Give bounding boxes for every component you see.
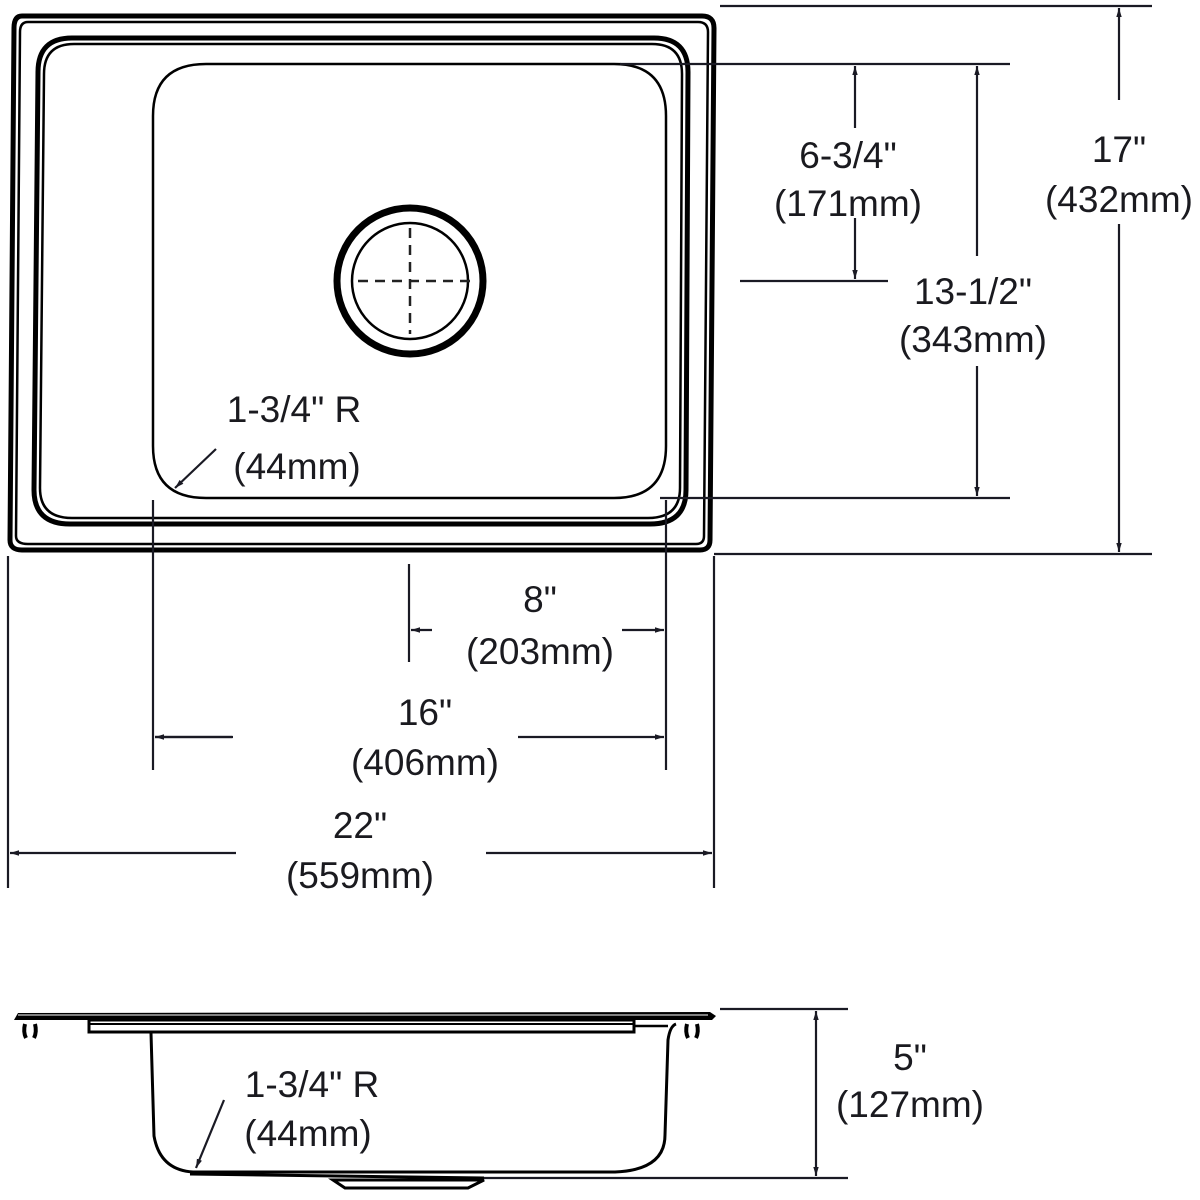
outer-rim <box>7 13 717 553</box>
mounting-clip-right-icon <box>684 1023 700 1039</box>
label-corner-radius-side-metric: (44mm) <box>244 1113 371 1154</box>
dimension-overall-width: 22" (559mm) <box>10 805 712 896</box>
dimension-bowl-width: 16" (406mm) <box>155 692 664 783</box>
label-overall-depth-imperial: 17" <box>1092 129 1146 170</box>
side-view: 5" (127mm) 1-3/4" R (44mm) <box>14 1007 984 1190</box>
dimension-bowl-depth: 13-1/2" (343mm) <box>899 66 1047 496</box>
label-overall-depth-metric: (432mm) <box>1045 179 1193 220</box>
label-overall-width-imperial: 22" <box>333 805 387 846</box>
label-bowl-depth-imperial: 13-1/2" <box>914 271 1032 312</box>
inner-rim <box>31 35 691 527</box>
label-bowl-height-imperial: 5" <box>893 1037 927 1078</box>
flange <box>14 1012 716 1020</box>
dimension-overall-depth: 17" (432mm) <box>1045 8 1193 552</box>
dimension-drain-to-edge: 8" (203mm) <box>411 579 664 672</box>
label-drain-to-edge-metric: (203mm) <box>466 631 614 672</box>
label-bowl-width-imperial: 16" <box>398 692 452 733</box>
dimension-corner-radius-side: 1-3/4" R (44mm) <box>194 1064 379 1169</box>
label-corner-radius-top-metric: (44mm) <box>233 446 360 487</box>
top-view: 6-3/4" (171mm) 13-1/2" (343mm) 17" (432m… <box>6 4 1193 896</box>
dimension-bowl-height: 5" (127mm) <box>813 1011 984 1176</box>
dimension-corner-radius-top: 1-3/4" R (44mm) <box>174 389 361 489</box>
label-bowl-depth-metric: (343mm) <box>899 319 1047 360</box>
label-drain-from-back-imperial: 6-3/4" <box>799 135 896 176</box>
bowl-side-profile <box>149 1022 677 1174</box>
bowl-outline <box>151 62 668 500</box>
drain-outlet <box>328 1178 485 1190</box>
label-drain-from-back-metric: (171mm) <box>774 183 922 224</box>
label-bowl-height-metric: (127mm) <box>836 1084 984 1125</box>
label-corner-radius-top-imperial: 1-3/4" R <box>227 389 361 430</box>
drain-icon <box>333 204 487 358</box>
label-bowl-width-metric: (406mm) <box>351 742 499 783</box>
mounting-clip-left-icon <box>22 1023 38 1039</box>
label-corner-radius-side-imperial: 1-3/4" R <box>245 1064 379 1105</box>
dimension-drain-from-back: 6-3/4" (171mm) <box>774 66 922 279</box>
label-drain-to-edge-imperial: 8" <box>523 579 557 620</box>
label-overall-width-metric: (559mm) <box>286 855 434 896</box>
